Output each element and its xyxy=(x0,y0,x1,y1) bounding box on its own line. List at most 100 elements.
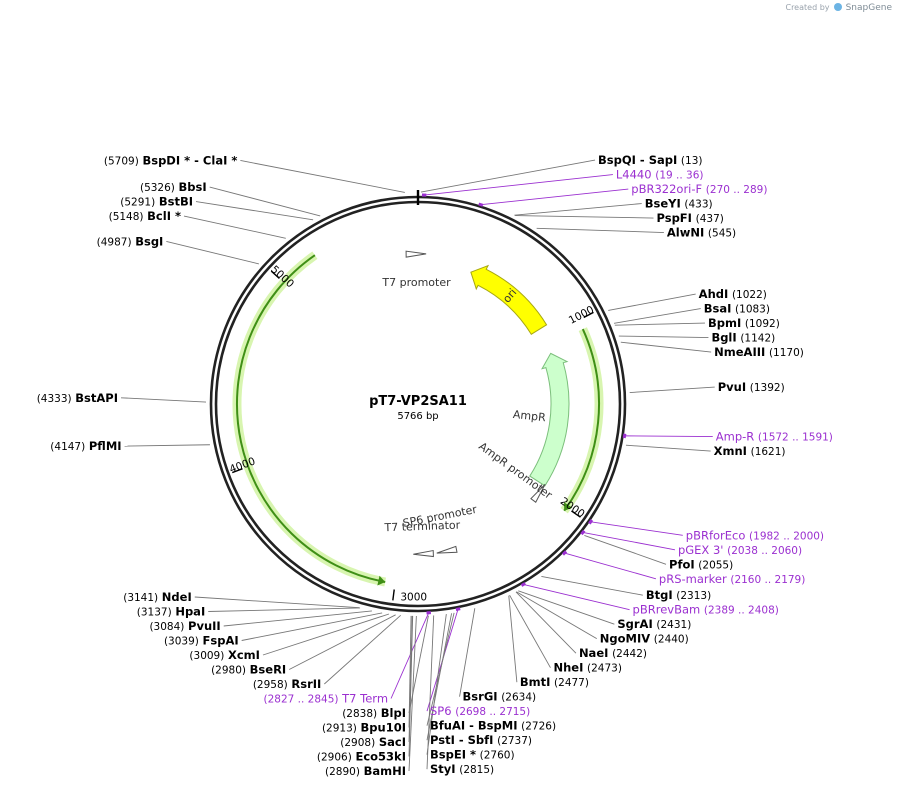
leader-bmti xyxy=(508,595,518,683)
site-label-naei[interactable]: NaeI (2442) xyxy=(579,646,647,660)
site-label-bseyi[interactable]: BseYI (433) xyxy=(645,197,713,211)
primer-label-l4440[interactable]: L4440 (19 .. 36) xyxy=(616,168,704,182)
site-label-bspqi-sapi[interactable]: BspQI - SapI (13) xyxy=(598,153,702,167)
site-label-pfoi[interactable]: PfoI (2055) xyxy=(669,557,733,571)
site-label-ndei[interactable]: (3141) NdeI xyxy=(123,590,192,604)
leader-t7-term xyxy=(390,612,430,699)
site-pos-bpmi: (1092) xyxy=(745,318,780,330)
leader-pvui xyxy=(629,386,715,394)
snapgene-credit: Created by SnapGene xyxy=(785,3,892,13)
leader-pbr322ori-f xyxy=(480,188,629,206)
site-label-bbsi[interactable]: (5326) BbsI xyxy=(140,180,207,194)
site-label-bspei[interactable]: BspEI * (2760) xyxy=(430,748,515,762)
primer-label-pbr322ori-f[interactable]: pBR322ori-F (270 .. 289) xyxy=(631,182,767,196)
site-label-pflmi[interactable]: (4147) PflMI xyxy=(50,439,121,453)
site-label-alwni[interactable]: AlwNI (545) xyxy=(667,226,736,240)
site-name-xcmi: XcmI xyxy=(228,648,260,662)
site-name-nhei: NheI xyxy=(553,661,583,675)
feature-sp6-promoter[interactable] xyxy=(436,545,458,554)
leader-psti-sbfi xyxy=(426,613,453,741)
site-label-fspai[interactable]: (3039) FspAI xyxy=(164,634,239,648)
primer-label-sp6[interactable]: SP6 (2698 .. 2715) xyxy=(430,704,530,718)
site-label-bsrgi[interactable]: BsrGI (2634) xyxy=(463,690,537,704)
leader-bstbi xyxy=(195,201,314,221)
site-label-bstbi[interactable]: (5291) BstBI xyxy=(120,195,193,209)
site-label-bcli[interactable]: (5148) BclI * xyxy=(109,209,181,223)
site-name-sgrai: SgrAI xyxy=(617,617,652,631)
site-pos-rsrii: (2958) xyxy=(253,679,288,691)
site-label-btgi[interactable]: BtgI (2313) xyxy=(646,588,711,602)
site-label-ngomiv[interactable]: NgoMIV (2440) xyxy=(600,632,689,646)
site-label-pvuii[interactable]: (3084) PvuII xyxy=(149,619,220,633)
site-label-bpmi[interactable]: BpmI (1092) xyxy=(708,316,780,330)
site-label-hpai[interactable]: (3137) HpaI xyxy=(137,605,205,619)
primer-label-amp-r[interactable]: Amp-R (1572 .. 1591) xyxy=(716,430,833,444)
site-label-bspdi-clai[interactable]: (5709) BspDI * - ClaI * xyxy=(104,153,237,167)
site-pos-bamhi: (2890) xyxy=(325,766,360,778)
site-pos-bspei: (2760) xyxy=(480,750,515,762)
site-name-saci: SacI xyxy=(379,735,406,749)
site-label-nmeaiii[interactable]: NmeAIII (1170) xyxy=(714,345,804,359)
site-label-eco53ki[interactable]: (2906) Eco53kI xyxy=(317,750,406,764)
site-pos-bstapi: (4333) xyxy=(37,393,72,405)
site-label-bpu10i[interactable]: (2913) Bpu10I xyxy=(322,721,406,735)
site-label-psti-sbfi[interactable]: PstI - SbfI (2737) xyxy=(430,733,532,747)
primer-name-amp-r: Amp-R xyxy=(716,430,755,444)
site-label-ahdi[interactable]: AhdI (1022) xyxy=(699,287,767,301)
site-label-bsgi[interactable]: (4987) BsgI xyxy=(97,234,164,248)
site-name-naei: NaeI xyxy=(579,646,608,660)
site-label-pvui[interactable]: PvuI (1392) xyxy=(718,380,785,394)
site-name-nmeaiii: NmeAIII xyxy=(714,345,765,359)
primer-label-pbrrevbam[interactable]: pBRrevBam (2389 .. 2408) xyxy=(633,603,779,617)
leader-pgex-3 xyxy=(582,532,676,551)
tick-3000 xyxy=(392,589,395,601)
feature-ampr-promoter[interactable] xyxy=(530,483,546,503)
site-labels[interactable]: BspQI - SapI (13)L4440 (19 .. 36)pBR322o… xyxy=(37,153,833,778)
site-label-bgli[interactable]: BglI (1142) xyxy=(711,331,775,345)
site-pos-bseri: (2980) xyxy=(211,665,246,677)
site-label-rsrii[interactable]: (2958) RsrII xyxy=(253,677,322,691)
site-name-bspqi-sapi: BspQI - SapI xyxy=(598,153,677,167)
site-label-saci[interactable]: (2908) SacI xyxy=(340,735,406,749)
primer-site-amp-r xyxy=(622,433,627,439)
primer-label-pbrforeco[interactable]: pBRforEco (1982 .. 2000) xyxy=(686,528,824,542)
site-label-pspfi[interactable]: PspFI (437) xyxy=(657,211,724,225)
primer-pos-amp-r: (1572 .. 1591) xyxy=(758,432,833,444)
site-pos-bsai: (1083) xyxy=(735,304,770,316)
leader-bpu10i xyxy=(408,615,412,728)
site-label-bsai[interactable]: BsaI (1083) xyxy=(704,302,770,316)
site-pos-bspdi-clai: (5709) xyxy=(104,155,139,167)
primer-name-t7-term: T7 Term xyxy=(341,692,388,706)
site-label-bfuai-bspmi[interactable]: BfuAI - BspMI (2726) xyxy=(430,719,556,733)
site-label-bamhi[interactable]: (2890) BamHI xyxy=(325,764,406,778)
site-label-styi[interactable]: StyI (2815) xyxy=(430,762,494,776)
site-name-bsrgi: BsrGI xyxy=(463,690,498,704)
feature-t7-terminator[interactable] xyxy=(413,549,434,558)
site-label-bstapi[interactable]: (4333) BstAPI xyxy=(37,391,118,405)
primer-label-pgex-3[interactable]: pGEX 3' (2038 .. 2060) xyxy=(678,543,802,557)
primer-site-prs-marker xyxy=(561,550,568,556)
site-label-xmni[interactable]: XmnI (1621) xyxy=(714,444,786,458)
primer-site-pbrforeco xyxy=(588,519,594,525)
primer-pos-t7-term: (2827 .. 2845) xyxy=(264,694,339,706)
site-label-bseri[interactable]: (2980) BseRI xyxy=(211,663,286,677)
site-pos-pflmi: (4147) xyxy=(50,441,85,453)
primer-label-prs-marker[interactable]: pRS-marker (2160 .. 2179) xyxy=(659,572,805,586)
feature-ampr[interactable] xyxy=(529,352,570,487)
orf-line-0 xyxy=(563,328,600,512)
leader-bspdi-clai xyxy=(240,160,405,193)
site-label-nhei[interactable]: NheI (2473) xyxy=(553,661,621,675)
leader-styi xyxy=(426,615,435,770)
feature-ori[interactable] xyxy=(470,264,548,335)
site-label-bmti[interactable]: BmtI (2477) xyxy=(520,675,589,689)
site-label-xcmi[interactable]: (3009) XcmI xyxy=(189,648,260,662)
site-name-bcli: BclI * xyxy=(147,209,181,223)
primer-label-t7-term[interactable]: (2827 .. 2845) T7 Term xyxy=(264,692,389,706)
leader-prs-marker xyxy=(564,552,657,580)
site-pos-ahdi: (1022) xyxy=(732,289,767,301)
feature-t7-promoter[interactable] xyxy=(405,250,427,258)
site-label-blpi[interactable]: (2838) BlpI xyxy=(342,706,406,720)
site-label-sgrai[interactable]: SgrAI (2431) xyxy=(617,617,691,631)
primer-name-pbr322ori-f: pBR322ori-F xyxy=(631,182,702,196)
leader-l4440 xyxy=(424,174,613,196)
